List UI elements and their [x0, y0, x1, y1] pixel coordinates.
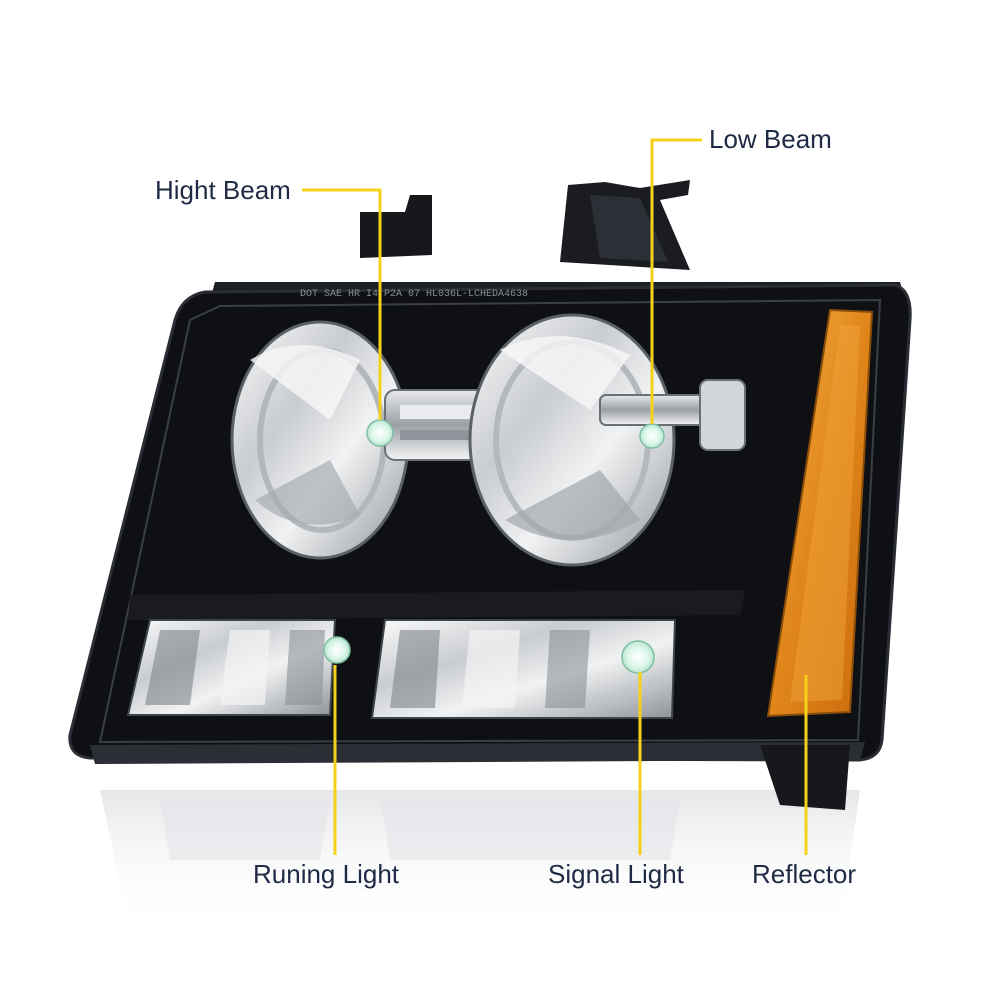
floor-reflection: [100, 790, 860, 930]
callout-line-high-beam: [302, 188, 382, 420]
label-reflector: Reflector: [752, 859, 857, 889]
amber-side-marker: [766, 308, 874, 718]
high-beam-reflector: [230, 320, 410, 560]
low-beam-reflector: [468, 313, 746, 567]
label-low-beam: Low Beam: [709, 124, 832, 154]
lower-reflector-strip-right: [370, 619, 677, 719]
callout-line-low-beam: [650, 138, 702, 424]
bulb-glow-points: [323, 419, 665, 674]
mounting-brackets: [360, 180, 690, 270]
label-signal-light: Signal Light: [548, 859, 684, 889]
housing-marking: DOT SAE HR I4 P2A 07 HL036L-LCHEDA4638: [300, 289, 528, 300]
label-running-light: Runing Light: [253, 859, 399, 889]
label-high-beam: Hight Beam: [155, 175, 291, 205]
lower-reflector-strip-left: [126, 619, 337, 716]
callout-lines: [302, 138, 808, 855]
bulb-assembly: [384, 389, 496, 461]
